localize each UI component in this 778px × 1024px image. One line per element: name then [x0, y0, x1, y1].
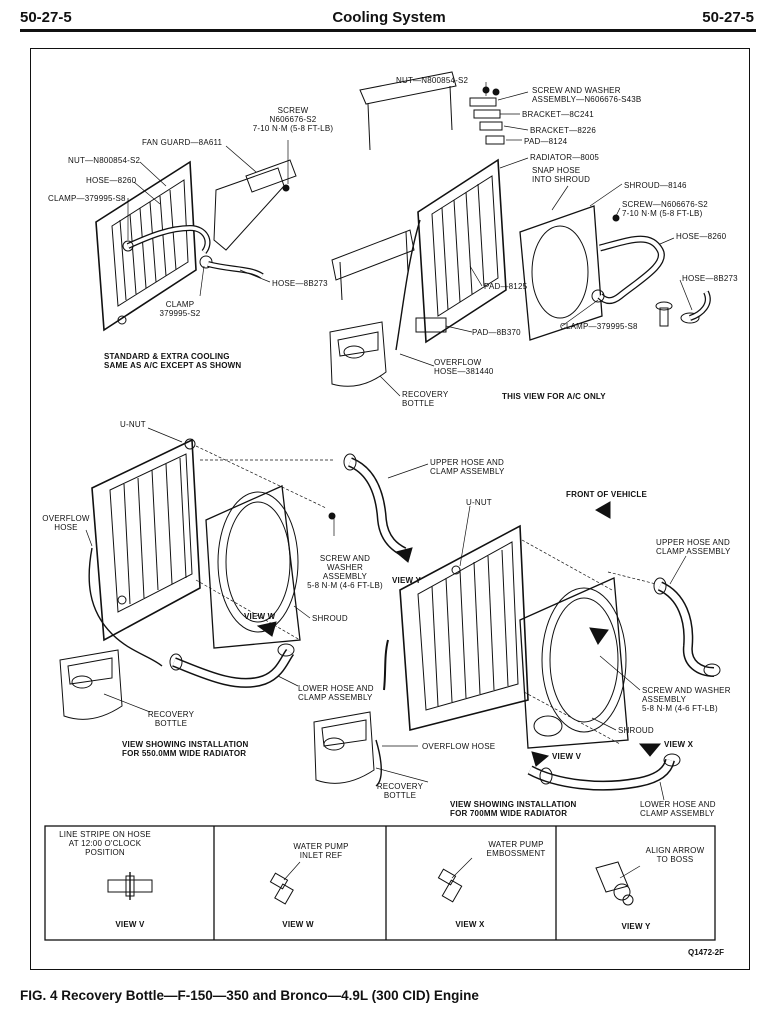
label-shroud-550: SHROUD [312, 614, 348, 623]
radiator-ac-drawing [329, 71, 711, 387]
label-recovery-bottle-700: RECOVERY BOTTLE [376, 782, 424, 800]
label-lower-hose-700: LOWER HOSE AND CLAMP ASSEMBLY [640, 800, 716, 818]
detail-view-w-drawing [269, 861, 301, 905]
label-view-x-pointer: VIEW X [664, 740, 694, 749]
label-pad-8125: PAD—8125 [484, 282, 528, 291]
detail-view-w-note: WATER PUMP INLET REF [293, 842, 349, 860]
label-screw: SCREW N606676-S2 7-10 N·m (5-8 FT-LB) [252, 106, 334, 133]
detail-view-y-drawing [595, 861, 641, 906]
label-overflow-hose-550: OVERFLOW HOSE [42, 514, 90, 532]
label-u-nut-700: U-NUT [466, 498, 492, 507]
label-lower-hose-550: LOWER HOSE AND CLAMP ASSEMBLY [298, 684, 374, 702]
page-header: 50-27-5 Cooling System 50-27-5 [0, 0, 778, 34]
header-rule [20, 29, 756, 32]
label-view-w-pointer: VIEW W [244, 612, 276, 621]
label-radiator: RADIATOR—8005 [530, 153, 599, 162]
detail-view-x-note: WATER PUMP EMBOSSMENT [486, 840, 546, 858]
label-shroud-8146: SHROUD—8146 [624, 181, 687, 190]
radiator-standard-drawing [95, 159, 297, 332]
note-installation-700: VIEW SHOWING INSTALLATION FOR 700mm WIDE… [450, 800, 577, 818]
radiator-550mm-drawing [59, 438, 413, 720]
label-bracket-8226: BRACKET—8226 [530, 126, 596, 135]
label-hose-8b273: HOSE—8B273 [272, 279, 328, 288]
page-title: Cooling System [332, 9, 446, 26]
label-fan-guard: FAN GUARD—8A611 [142, 138, 223, 147]
label-snap-hose: SNAP HOSE INTO SHROUD [532, 166, 591, 184]
label-screw-washer-550: SCREW AND WASHER ASSEMBLY 5-8 N·m (4-6 F… [307, 554, 383, 590]
label-bracket-8c241: BRACKET—8C241 [522, 110, 594, 119]
label-pad-8124: PAD—8124 [524, 137, 568, 146]
label-hose-8260-ac: HOSE—8260 [676, 232, 727, 241]
label-nut-ac: NUT—N800854-S2 [396, 76, 469, 85]
label-hose-8260: HOSE—8260 [86, 176, 137, 185]
detail-views-frame [44, 825, 716, 941]
detail-view-w-title: VIEW W [282, 920, 314, 929]
label-shroud-700: SHROUD [618, 726, 654, 735]
page-number-left: 50-27-5 [20, 9, 72, 26]
radiator-700mm-drawing [313, 501, 721, 791]
note-standard-cooling: STANDARD & EXTRA COOLING SAME AS A/C EXC… [104, 352, 242, 370]
label-view-v-pointer: VIEW V [552, 752, 582, 761]
note-installation-550: VIEW SHOWING INSTALLATION FOR 550.0mm WI… [122, 740, 249, 758]
detail-view-x-title: VIEW X [455, 920, 485, 929]
label-screw-washer-ac: SCREW AND WASHER ASSEMBLY—N606676-S43B [532, 86, 642, 104]
label-clamp-bottom: CLAMP 379995-S2 [159, 300, 201, 318]
note-ac-only: THIS VIEW FOR A/C ONLY [502, 392, 606, 401]
label-overflow-hose-700: OVERFLOW HOSE [422, 742, 496, 751]
label-front-of-vehicle: FRONT OF VEHICLE [566, 490, 647, 499]
label-overflow-hose-ac: OVERFLOW HOSE—381440 [434, 358, 494, 376]
page-number-right: 50-27-5 [702, 9, 754, 26]
detail-view-y-note: ALIGN ARROW TO BOSS [645, 846, 705, 864]
label-screw-washer-700: SCREW AND WASHER ASSEMBLY 5-8 N·m (4-6 F… [642, 686, 731, 713]
detail-view-y-title: VIEW Y [621, 922, 651, 931]
detail-view-x-drawing [437, 857, 473, 903]
detail-view-v-note: LINE STRIPE ON HOSE AT 12:00 O'CLOCK POS… [59, 830, 151, 857]
label-upper-hose-700: UPPER HOSE AND CLAMP ASSEMBLY [656, 538, 731, 556]
label-nut: NUT—N800854-S2 [68, 156, 141, 165]
label-pad-8b370: PAD—8B370 [472, 328, 521, 337]
label-hose-8b273-ac: HOSE—8B273 [682, 274, 738, 283]
label-recovery-bottle-550: RECOVERY BOTTLE [147, 710, 195, 728]
label-u-nut-550: U-NUT [120, 420, 146, 429]
label-clamp-top: CLAMP—379995-S8 [48, 194, 126, 203]
label-recovery-bottle-ac: RECOVERY BOTTLE [402, 390, 449, 408]
detail-view-v-drawing [107, 872, 153, 900]
label-view-y-pointer: VIEW Y [392, 576, 422, 585]
figure-code: Q1472-2F [688, 948, 725, 957]
figure-caption: FIG. 4 Recovery Bottle—F-150—350 and Bro… [20, 988, 479, 1003]
label-screw-ac: SCREW—N606676-S2 7-10 N·m (5-8 FT-LB) [622, 200, 708, 218]
detail-view-v-title: VIEW V [115, 920, 145, 929]
label-upper-hose-550: UPPER HOSE AND CLAMP ASSEMBLY [430, 458, 505, 476]
figure-frame [30, 48, 750, 970]
label-clamp-ac: CLAMP—379995-S8 [560, 322, 638, 331]
